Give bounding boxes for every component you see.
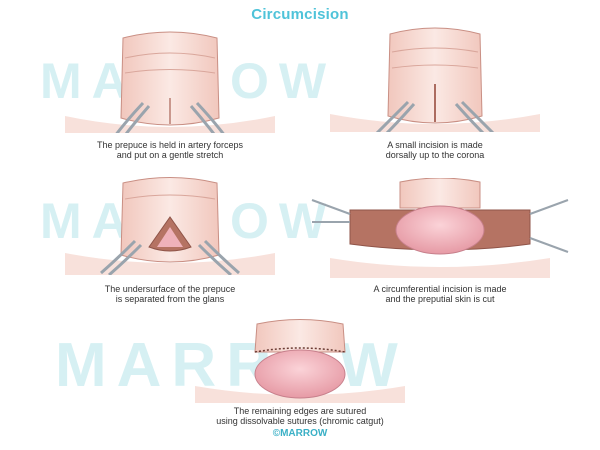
step-3-caption-line-2: is separated from the glans (115, 294, 225, 304)
step-3-caption-line-1: The undersurface of the prepuce (104, 284, 236, 294)
glans (395, 205, 485, 255)
suture-line (254, 347, 346, 353)
step-5-illustration (195, 319, 405, 403)
penile-shaft (254, 319, 346, 353)
prepuce-folds (391, 47, 479, 69)
artery-forceps (100, 239, 240, 275)
step-1-caption: The prepuce is held in artery forceps an… (40, 140, 300, 160)
step-2-illustration (330, 27, 540, 132)
penile-shaft (387, 27, 483, 124)
artery-forceps (311, 199, 569, 253)
step-2-caption: A small incision is made dorsally up to … (320, 140, 550, 160)
step-2-caption-line-1: A small incision is made (387, 140, 483, 150)
abdomen-skin (195, 386, 405, 403)
step-3-caption: The undersurface of the prepuce is separ… (40, 284, 300, 304)
abdomen-skin (65, 116, 275, 133)
abdomen-skin (330, 258, 550, 278)
step-1-caption-line-2: and put on a gentle stretch (116, 150, 224, 160)
abdomen-skin (65, 253, 275, 275)
step-5-caption: The remaining edges are sutured using di… (140, 406, 460, 426)
step-1-illustration (65, 31, 275, 133)
prepuce-folds (124, 194, 216, 200)
marrow-logo: ©MARROW (272, 428, 328, 439)
step-4-illustration (311, 178, 569, 278)
step-2-caption-line-2: dorsally up to the corona (385, 150, 485, 160)
step-1-caption-line-1: The prepuce is held in artery forceps (96, 140, 244, 150)
step-4-caption-line-1: A circumferential incision is made (373, 284, 507, 294)
step-5-caption-line-2: using dissolvable sutures (chromic catgu… (216, 416, 384, 426)
artery-forceps (375, 100, 495, 132)
step-4-caption: A circumferential incision is made and t… (315, 284, 565, 304)
glans-exposed (157, 227, 183, 247)
step-3-illustration (65, 177, 275, 275)
penile-shaft (399, 178, 481, 209)
page-title: Circumcision (251, 6, 349, 23)
step-4-caption-line-2: and the preputial skin is cut (385, 294, 495, 304)
artery-forceps (115, 101, 225, 133)
prepuce-folds (124, 52, 216, 74)
penile-shaft (120, 31, 220, 126)
glans (254, 349, 346, 399)
step-5-caption-line-1: The remaining edges are sutured (233, 406, 367, 416)
